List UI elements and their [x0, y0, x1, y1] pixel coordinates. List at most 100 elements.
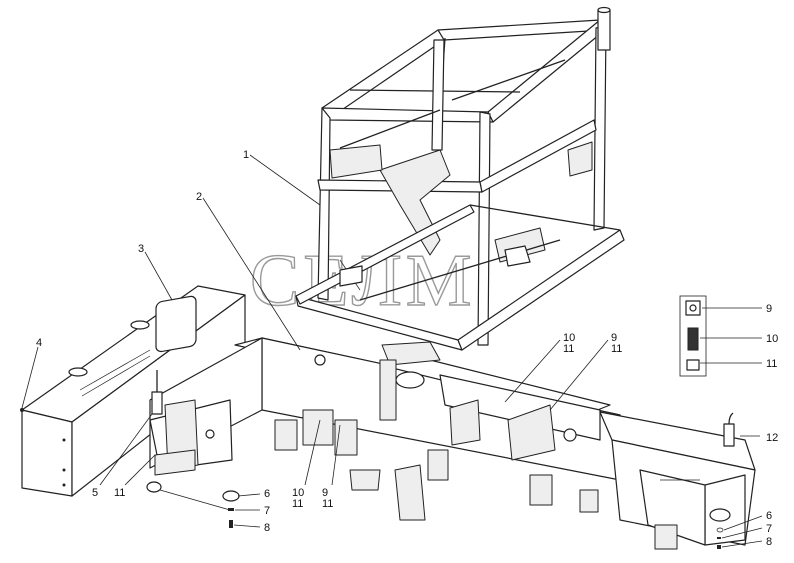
rail-bracket — [529, 474, 553, 506]
fastener-stack-right — [679, 295, 707, 377]
rail-bracket — [427, 449, 449, 481]
label-8b: 8 — [766, 536, 772, 548]
label-9c: 9 — [611, 332, 617, 344]
cab-floor-right — [457, 229, 625, 351]
label-11b: 11 — [292, 498, 303, 510]
label-10c: 10 — [563, 332, 575, 344]
leader-10-11b — [304, 419, 321, 486]
cab-top-left-beam — [321, 29, 445, 119]
cab-bracket — [567, 141, 593, 177]
rail-bracket — [579, 489, 599, 513]
leader-4 — [21, 346, 39, 409]
washer-6-icon — [716, 527, 724, 533]
watermark-text: СЕЛМ — [250, 240, 476, 322]
fastener-group-front — [222, 490, 240, 528]
leader-3 — [144, 251, 173, 301]
front-bracket-foot — [154, 449, 196, 476]
fastener-group-rear — [716, 527, 724, 549]
rail-bracket — [449, 399, 481, 446]
leader-9-11c — [549, 339, 609, 411]
rail-bracket — [507, 404, 556, 461]
rail-hole — [314, 354, 326, 366]
bolt-8-icon — [229, 520, 233, 528]
label-1: 1 — [243, 149, 249, 161]
cab-floor-rear — [469, 204, 621, 231]
washer-front — [146, 481, 162, 493]
label-4: 4 — [36, 337, 42, 349]
cab-top-front-beam — [321, 107, 494, 123]
label-10b: 10 — [292, 487, 304, 499]
leader-8b — [721, 540, 763, 548]
label-12: 12 — [766, 432, 778, 444]
nut-11-icon — [686, 359, 700, 371]
nut-7-icon — [228, 508, 234, 511]
label-8a: 8 — [264, 522, 270, 534]
leader-10-11c — [504, 339, 561, 403]
part-4-bolt — [20, 408, 24, 412]
part-5-body — [151, 391, 163, 415]
label-10r: 10 — [766, 333, 778, 345]
label-9b: 9 — [322, 487, 328, 499]
bumper-hole — [68, 367, 88, 377]
bumper-front-face — [21, 409, 73, 497]
bumper-rivet — [62, 438, 66, 442]
label-3: 3 — [138, 243, 144, 255]
label-7a: 7 — [264, 505, 270, 517]
label-7b: 7 — [766, 523, 772, 535]
leader-9-11b — [331, 424, 341, 486]
rear-tow-eye — [709, 508, 731, 522]
cab-mid-left-beam — [339, 109, 441, 149]
label-11a: 11 — [114, 487, 125, 499]
rail-bracket — [379, 359, 397, 421]
bumper-grille — [81, 355, 151, 397]
label-9r: 9 — [766, 303, 772, 315]
leader-6a — [237, 493, 261, 497]
bumper-grille — [79, 349, 151, 391]
cab-bracket — [329, 144, 383, 179]
cab-pillar-cap — [597, 6, 611, 14]
leader-6b — [723, 515, 763, 531]
lower-mount — [394, 464, 426, 521]
bolt-9-head — [689, 304, 697, 312]
leader-2 — [202, 197, 301, 351]
label-6b: 6 — [766, 510, 772, 522]
cab-floor-bracket — [339, 265, 363, 287]
label-2: 2 — [196, 191, 202, 203]
cab-frame — [295, 6, 625, 351]
top-plate — [381, 341, 441, 366]
pin-12-icon — [723, 423, 735, 447]
leader-lines — [21, 154, 760, 511]
bumper-rivet — [62, 468, 66, 472]
rail-bracket — [334, 419, 358, 456]
pin-12-loop — [728, 412, 734, 425]
leader-7b — [721, 527, 763, 539]
label-11d: 11 — [563, 343, 574, 355]
label-11e: 11 — [611, 343, 622, 355]
part-12-pin — [723, 412, 735, 447]
leader-1 — [249, 154, 321, 206]
leader-678a — [159, 489, 231, 511]
stud-10-icon — [687, 327, 699, 351]
bumper-window — [155, 295, 197, 353]
cab-top-bar — [451, 59, 566, 101]
rail-hole — [205, 429, 215, 439]
cab-floor-bracket — [504, 245, 531, 267]
cab-front-left-post — [317, 107, 331, 301]
bumper-rivet — [62, 483, 66, 487]
cab-mid-right-beam — [479, 119, 597, 193]
chassis-frame — [149, 337, 756, 550]
bolt-8-icon — [717, 545, 721, 549]
washer-6-icon — [222, 490, 240, 502]
rail-hole — [563, 428, 577, 442]
cab-rear-left-post — [431, 39, 445, 151]
right-rail-side — [439, 374, 601, 441]
part-5-bracket — [151, 370, 163, 415]
label-5: 5 — [92, 487, 98, 499]
cab-front-right-post — [477, 111, 491, 346]
label-6a: 6 — [264, 488, 270, 500]
leader-11a — [124, 454, 156, 486]
fastener-box — [679, 295, 707, 377]
label-11r: 11 — [766, 358, 777, 370]
